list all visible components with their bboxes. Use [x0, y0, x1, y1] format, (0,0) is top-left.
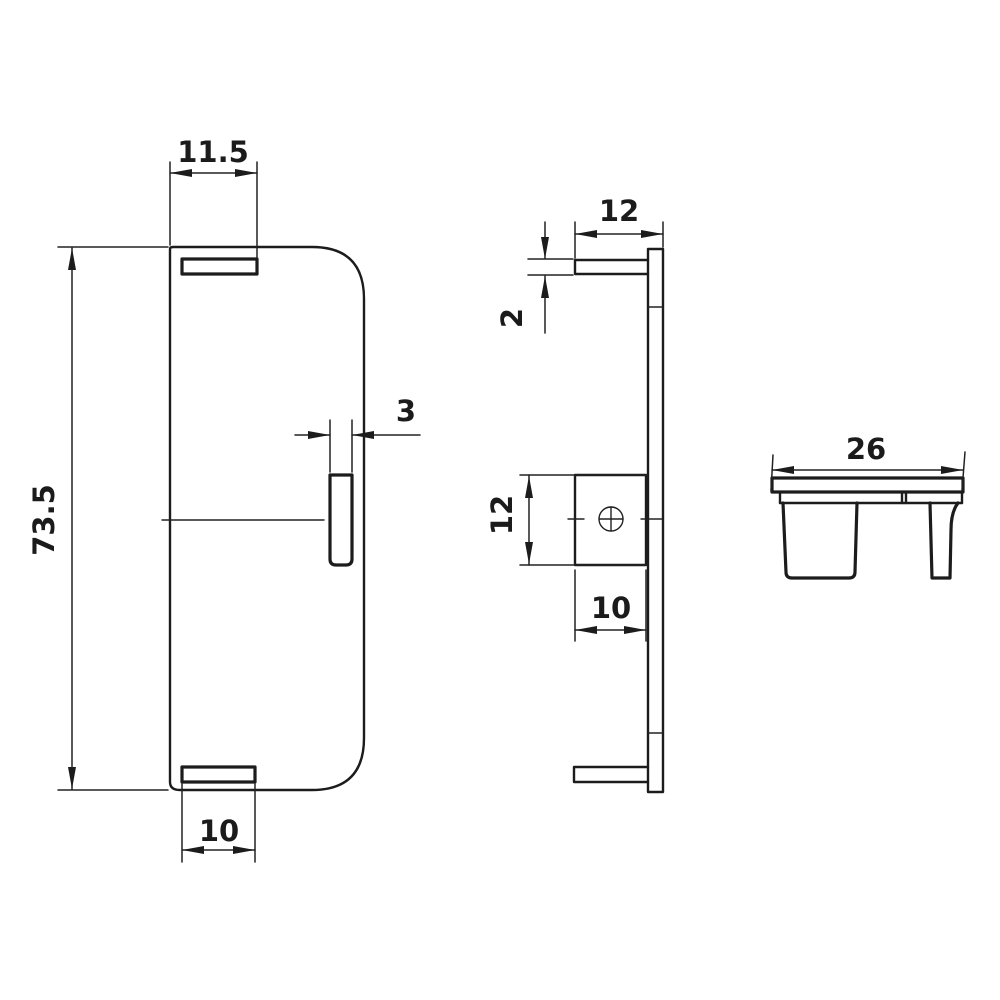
- arrowhead-right-icon: [941, 466, 963, 474]
- side-plate: [646, 247, 665, 794]
- side-bottom-tab: [572, 765, 650, 784]
- arrowhead-right-icon: [624, 626, 646, 634]
- dimension-overall-height: 73.5: [27, 246, 169, 791]
- extension-line: [770, 454, 774, 492]
- dim-label: 12: [485, 495, 519, 535]
- arrowhead-right-icon: [641, 230, 663, 238]
- end-rim: [778, 490, 964, 505]
- end-view: 26: [770, 432, 966, 580]
- dimension-overall-width: 26: [770, 432, 966, 492]
- side-top-tab: [573, 258, 650, 276]
- arrowhead-left-icon: [772, 466, 794, 474]
- arrowhead-up-icon: [525, 476, 533, 498]
- arrowhead-right-icon: [235, 169, 257, 177]
- dim-label: 26: [846, 432, 886, 466]
- dim-label: 12: [599, 194, 639, 228]
- arrowhead-up-icon: [541, 276, 549, 298]
- hole-center-icon: [567, 506, 663, 532]
- dimension-boss-depth: 10: [574, 569, 647, 642]
- front-view: 11.5 73.5 3 10: [27, 135, 421, 863]
- end-narrow-tab: [928, 501, 960, 580]
- dimension-top-slot-offset: 11.5: [169, 135, 258, 259]
- dimension-bottom-slot-width: 10: [181, 783, 256, 863]
- arrowhead-left-icon: [182, 846, 204, 854]
- arrowhead-right-icon: [233, 846, 255, 854]
- arrowhead-left-icon: [575, 626, 597, 634]
- arrowhead-left-icon: [575, 230, 597, 238]
- front-body-outline: [168, 245, 366, 792]
- dim-label: 3: [396, 394, 416, 428]
- arrowhead-right-icon: [308, 431, 330, 439]
- front-side-slot: [328, 473, 354, 567]
- arrowhead-down-icon: [541, 237, 549, 259]
- arrowhead-left-icon: [170, 169, 192, 177]
- arrowhead-down-icon: [525, 542, 533, 564]
- dim-label: 10: [591, 591, 631, 625]
- dimension-side-slot-width: 3: [294, 394, 421, 473]
- dim-label: 10: [199, 814, 239, 848]
- arrowhead-left-icon: [352, 431, 374, 439]
- end-plate: [770, 476, 965, 494]
- dim-label: 2: [495, 308, 529, 328]
- extension-line: [961, 451, 966, 492]
- end-wide-tab: [781, 501, 859, 580]
- arrowhead-down-icon: [68, 767, 76, 789]
- dim-label: 11.5: [177, 135, 249, 169]
- dimension-boss-height: 12: [485, 474, 649, 566]
- dim-label: 73.5: [27, 484, 61, 556]
- side-view: 12 2 12 10: [485, 194, 665, 794]
- dimension-tab-thickness: 2: [495, 221, 574, 334]
- dimension-overall-depth: 12: [574, 194, 664, 259]
- front-top-slot: [180, 257, 259, 276]
- front-bottom-slot: [180, 765, 257, 784]
- arrowhead-up-icon: [68, 248, 76, 270]
